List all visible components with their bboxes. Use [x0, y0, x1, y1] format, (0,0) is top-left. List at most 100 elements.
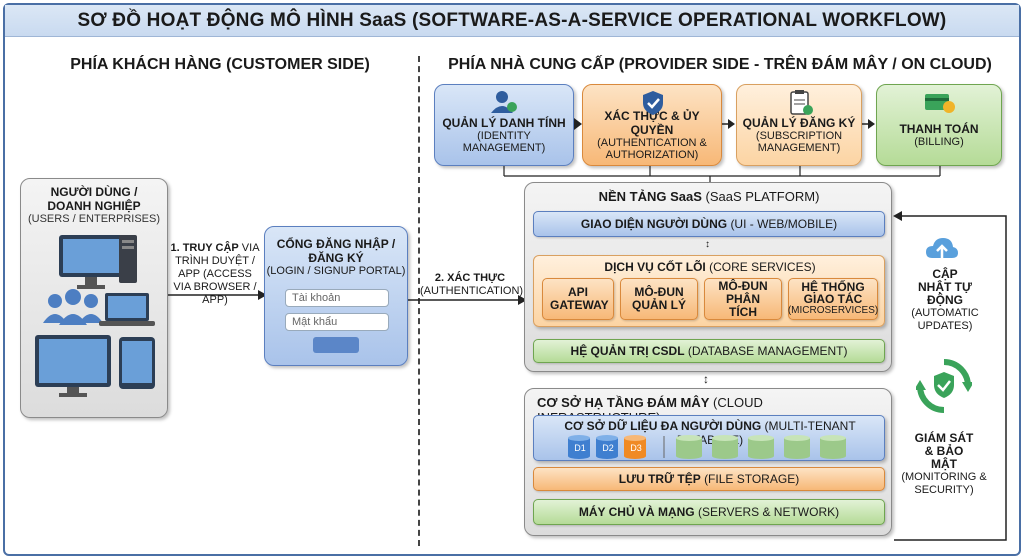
subscription-box: QUẢN LÝ ĐĂNG KÝ (SUBSCRIPTION MANAGEMENT…: [736, 84, 862, 166]
billing-title: THANH TOÁN: [899, 122, 979, 136]
platform-title-bold: NỀN TẢNG SaaS: [598, 189, 702, 204]
users-box: NGƯỜI DÙNG / DOANH NGHIỆP (USERS / ENTER…: [20, 178, 168, 418]
devices-illustration: [35, 235, 155, 397]
users-group-icon: [43, 289, 103, 325]
core-services-bold: DỊCH VỤ CỐT LÕI: [604, 260, 706, 274]
analytics-module: MÔ-ĐUN PHÂN TÍCH: [704, 278, 782, 320]
authentication-arrow: [408, 295, 527, 305]
transaction-system-module: HỆ THỐNG GIAO TÁC (MICROSERVICES): [788, 278, 878, 320]
authentication-label-sub: (AUTHENTICATION): [420, 285, 524, 297]
automatic-updates-label: CẬP NHẬT TỰ ĐỘNG (AUTOMATIC UPDATES): [900, 268, 990, 333]
database-cylinders: [568, 435, 846, 459]
monitoring-security-label: GIÁM SÁT & BẢO MẬT (MONITORING & SECURIT…: [896, 432, 992, 497]
cloud-infrastructure: CƠ SỞ HẠ TẦNG ĐÁM MÂY (CLOUD INFRASTRUCT…: [524, 388, 892, 536]
file-storage-layer: LƯU TRỮ TỆP (FILE STORAGE): [533, 467, 885, 491]
monitor-subtitle: (MONITORING & SECURITY): [901, 471, 987, 496]
users-subtitle: (USERS / ENTERPRISES): [27, 213, 161, 225]
authentication-label: 2. XÁC THỰC (AUTHENTICATION): [420, 272, 524, 298]
billing-subtitle: (BILLING): [914, 136, 964, 148]
core-services-title: DỊCH VỤ CỐT LÕI (CORE SERVICES): [534, 260, 886, 274]
clipboard-icon: [790, 90, 813, 115]
side-divider: [418, 56, 420, 546]
subscription-title: QUẢN LÝ ĐĂNG KÝ: [742, 116, 856, 130]
feedback-loop-arrow: [893, 211, 1007, 541]
platform-title: NỀN TẢNG SaaS (SaaS PLATFORM): [525, 189, 893, 204]
access-label: 1. TRUY CẬP VIA TRÌNH DUYỆT / APP (ACCES…: [169, 242, 261, 307]
ui-layer-bold: GIAO DIỆN NGƯỜI DÙNG: [580, 217, 728, 231]
monitor-title: GIÁM SÁT & BẢO MẬT: [914, 431, 974, 471]
shield-check-icon: [643, 91, 663, 115]
top-arrow-2: [722, 119, 735, 129]
portal-title: CỔNG ĐĂNG NHẬP / ĐĂNG KÝ: [276, 237, 396, 265]
access-label-rest: VIA TRÌNH DUYỆT / APP (ACCESS VIA BROWSE…: [173, 242, 260, 306]
diagram-frame: [3, 3, 1021, 556]
ui-layer: GIAO DIỆN NGƯỜI DÙNG (UI - WEB/MOBILE): [533, 211, 885, 237]
desktop-monitor-icon: [59, 235, 123, 289]
file-storage-bold: LƯU TRỮ TỆP: [618, 472, 701, 486]
top-connector: [503, 166, 941, 184]
db-cylinder-d3: [624, 435, 646, 459]
customer-side-heading: PHÍA KHÁCH HÀNG (CUSTOMER SIDE): [70, 56, 370, 73]
pc-tower-icon: [119, 235, 137, 283]
tablet-icon: [119, 337, 155, 389]
api-gateway-module: API GATEWAY: [542, 278, 614, 320]
transaction-system-title: HỆ THỐNG GIAO TÁC: [801, 280, 865, 306]
password-input[interactable]: Mật khẩu: [285, 313, 389, 331]
access-arrow: [168, 290, 267, 300]
db-label-d1: D1: [574, 443, 586, 453]
db-label-d2: D2: [602, 443, 614, 453]
servers-network-layer: MÁY CHỦ VÀ MẠNG (SERVERS & NETWORK): [533, 499, 885, 525]
core-services-rest: (CORE SERVICES): [709, 260, 816, 274]
account-input[interactable]: Tài khoản: [285, 289, 389, 307]
ui-core-link-icon: ↕: [705, 239, 710, 250]
management-module: MÔ-ĐUN QUẢN LÝ: [620, 278, 698, 320]
diagram-title: SƠ ĐỒ HOẠT ĐỘNG MÔ HÌNH SaaS (SOFTWARE-A…: [5, 5, 1019, 37]
mtdb-bold: CƠ SỞ DỮ LIỆU ĐA NGƯỜI DÙNG: [564, 419, 762, 433]
identity-management-box: QUẢN LÝ DANH TÍNH (IDENTITY MANAGEMENT): [434, 84, 574, 166]
updates-subtitle: (AUTOMATIC UPDATES): [911, 307, 979, 332]
top-arrow-3: [862, 119, 875, 129]
servers-bold: MÁY CHỦ VÀ MẠNG: [578, 505, 695, 519]
db-cylinder-d1: [568, 435, 590, 459]
auth-box: XÁC THỰC & ỦY QUYỀN (AUTHENTICATION & AU…: [582, 84, 722, 166]
login-portal: CỔNG ĐĂNG NHẬP / ĐĂNG KÝ (LOGIN / SIGNUP…: [264, 226, 408, 366]
platform-infra-link-icon: ↕: [703, 372, 709, 386]
users-title: NGƯỜI DÙNG / DOANH NGHIỆP: [47, 185, 141, 213]
updates-title: CẬP NHẬT TỰ ĐỘNG: [918, 267, 972, 307]
database-management-layer: HỆ QUẢN TRỊ CSDL (DATABASE MANAGEMENT): [533, 339, 885, 363]
platform-title-sub: (SaaS PLATFORM): [705, 189, 820, 204]
identity-user-icon: [491, 91, 517, 113]
file-storage-rest: (FILE STORAGE): [704, 472, 800, 486]
provider-side-heading: PHÍA NHÀ CUNG CẤP (PROVIDER SIDE - TRÊN …: [448, 56, 992, 73]
auth-title: XÁC THỰC & ỦY QUYỀN: [604, 109, 700, 137]
db-management-rest: (DATABASE MANAGEMENT): [687, 344, 848, 358]
top-arrow-1: [574, 118, 582, 130]
db-label-d3: D3: [630, 443, 642, 453]
cloud-upload-icon: [926, 238, 958, 260]
saas-platform: NỀN TẢNG SaaS (SaaS PLATFORM) GIAO DIỆN …: [524, 182, 892, 372]
identity-subtitle: (IDENTITY MANAGEMENT): [462, 130, 546, 154]
servers-rest: (SERVERS & NETWORK): [697, 505, 840, 519]
analytics-module-title: MÔ-ĐUN PHÂN TÍCH: [718, 278, 768, 319]
ui-layer-rest: (UI - WEB/MOBILE): [730, 217, 838, 231]
management-module-title: MÔ-ĐUN QUẢN LÝ: [632, 285, 686, 312]
db-management-bold: HỆ QUẢN TRỊ CSDL: [570, 344, 685, 358]
db-cylinder-d2: [596, 435, 618, 459]
monitoring-security-icon: [916, 359, 972, 413]
authentication-label-bold: 2. XÁC THỰC: [434, 272, 506, 284]
transaction-system-sub: (MICROSERVICES): [787, 305, 879, 316]
api-gateway-title: API GATEWAY: [550, 285, 609, 312]
access-label-bold: 1. TRUY CẬP: [170, 242, 239, 254]
credit-card-icon: [925, 94, 955, 113]
large-monitor-icon: [35, 335, 111, 397]
portal-subtitle: (LOGIN / SIGNUP PORTAL): [266, 265, 406, 277]
infra-title-bold: CƠ SỞ HẠ TẦNG ĐÁM MÂY: [537, 395, 710, 410]
login-button[interactable]: [313, 337, 359, 353]
billing-box: THANH TOÁN (BILLING): [876, 84, 1002, 166]
identity-title: QUẢN LÝ DANH TÍNH: [442, 116, 566, 130]
auth-subtitle: (AUTHENTICATION & AUTHORIZATION): [597, 137, 707, 161]
tenant-cylinders: [676, 435, 846, 459]
multi-tenant-database: CƠ SỞ DỮ LIỆU ĐA NGƯỜI DÙNG (MULTI-TENAN…: [533, 415, 885, 461]
core-services: DỊCH VỤ CỐT LÕI (CORE SERVICES) API GATE…: [533, 255, 885, 327]
laptop-icon: [99, 293, 155, 326]
